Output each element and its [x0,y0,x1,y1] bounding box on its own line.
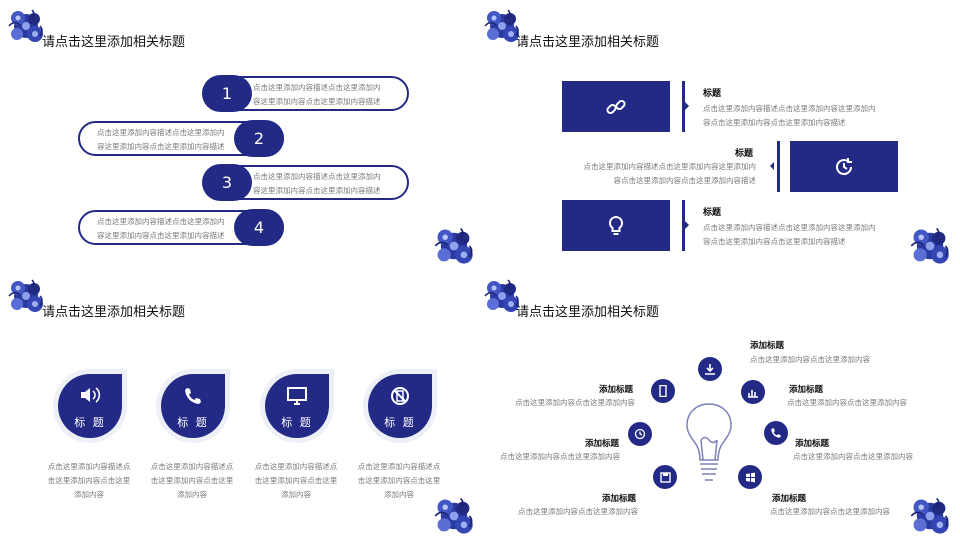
slide-title: 请点击这里添加相关标题 [516,35,660,50]
slide-3: 请点击这里添加相关标题 标 题 点击这里添加内容描述点击这里添加内容点击这里添加… [0,272,478,542]
card-text: 点击这里添加内容描述点击这里添加内容点击这里添加内容 [357,462,441,499]
lightbulb-icon [608,215,624,235]
row-heading: 标题 [703,208,722,218]
divider-notch [770,162,774,170]
divider-notch [685,221,689,229]
label-heading: 添加标题 [750,341,785,351]
card-icon-badge: 标 题 [265,374,329,438]
mobile-icon-badge [651,379,675,403]
divider-line [777,141,780,192]
slide-title: 请点击这里添加相关标题 [516,305,660,320]
number-badge: 4 [234,209,284,246]
label-heading: 添加标题 [795,439,830,449]
flower-ornament-icon [6,6,46,46]
label-text: 点击这里添加内容点击这里添加内容 [500,452,620,461]
slide-title: 请点击这里添加相关标题 [42,35,186,50]
phone-icon [185,388,201,404]
list-item-text: 点击这里添加内容描述点击这里添加内容这里添加内容点击这里添加内容描述 [97,128,225,151]
refresh-clock-icon [836,157,853,175]
label-text: 点击这里添加内容点击这里添加内容 [518,507,638,516]
list-item-text: 点击这里添加内容描述点击这里添加内容这里添加内容点击这里添加内容描述 [253,172,381,195]
link-icon [606,99,626,114]
phone-icon-badge [764,421,788,445]
lightbulb-outline-icon [686,403,732,481]
card-icon-badge: 标 题 [58,374,122,438]
card-label: 标 题 [281,416,313,429]
slide-1: 请点击这里添加相关标题 1 点击这里添加内容描述点击这里添加内容这里添加内容点击… [0,0,478,270]
label-heading: 添加标题 [789,385,824,395]
slide-title: 请点击这里添加相关标题 [42,305,186,320]
label-text: 点击这里添加内容点击这里添加内容 [770,507,890,516]
card-text: 点击这里添加内容描述点击这里添加内容点击这里添加内容 [254,462,338,499]
save-icon [659,471,671,483]
divider-notch [685,102,689,110]
speaker-icon [81,387,101,403]
label-text: 点击这里添加内容点击这里添加内容 [750,355,870,364]
icon-bar [790,141,898,192]
flower-ornament-icon [908,224,952,268]
card-text: 点击这里添加内容描述点击这里添加内容点击这里添加内容 [150,462,234,499]
clock-icon-badge [628,422,652,446]
no-mobile-icon [391,387,409,405]
chart-icon [748,390,758,398]
monitor-icon [287,387,307,405]
clock-icon [634,428,646,440]
icon-bar [562,81,670,132]
icon-bar [562,200,670,251]
flower-ornament-icon [6,276,46,316]
number-badge: 2 [234,120,284,157]
label-text: 点击这里添加内容点击这里添加内容 [787,398,907,407]
mobile-icon [659,385,667,397]
list-item-text: 点击这里添加内容描述点击这里添加内容这里添加内容点击这里添加内容描述 [253,83,381,106]
card-label: 标 题 [177,416,209,429]
label-heading: 添加标题 [772,494,807,504]
save-icon-badge [653,465,677,489]
label-text: 点击这里添加内容点击这里添加内容 [793,452,913,461]
flower-ornament-icon [908,494,952,538]
list-item-text: 点击这里添加内容描述点击这里添加内容这里添加内容点击这里添加内容描述 [97,217,225,240]
chart-icon-badge [741,380,765,404]
card-label: 标 题 [74,416,106,429]
card-label: 标 题 [384,416,416,429]
slide-4: 请点击这里添加相关标题 添加标题 点击这里添加内容点击这里添加内容 添加标题 点… [480,272,958,542]
download-icon-badge [698,357,722,381]
label-heading: 添加标题 [599,385,634,395]
slide-2: 请点击这里添加相关标题 标题 点击这里添加内容描述点击这里添加内容这里添加内容点… [480,0,958,270]
label-heading: 添加标题 [585,439,620,449]
number-badge: 3 [202,164,252,201]
label-heading: 添加标题 [602,494,637,504]
row-text: 点击这里添加内容描述点击这里添加内容这里添加内容点击这里添加内容点击这里添加内容… [703,223,876,246]
number-badge: 1 [202,75,252,112]
label-text: 点击这里添加内容点击这里添加内容 [515,398,635,407]
download-icon [705,364,715,375]
card-icon-badge: 标 题 [161,374,225,438]
row-heading: 标题 [735,149,754,159]
windows-icon-badge [738,465,762,489]
divider-line [682,200,685,251]
row-text: 点击这里添加内容描述点击这里添加内容这里添加内容点击这里添加内容点击这里添加内容… [703,104,876,127]
row-text: 点击这里添加内容描述点击这里添加内容这里添加内容点击这里添加内容点击这里添加内容… [583,162,757,185]
phone-icon [771,428,781,438]
windows-icon [745,472,755,482]
flower-ornament-icon [432,224,476,268]
divider-line [682,81,685,132]
card-icon-badge: 标 题 [368,374,432,438]
row-heading: 标题 [703,89,722,99]
card-text: 点击这里添加内容描述点击这里添加内容点击这里添加内容 [47,462,131,499]
